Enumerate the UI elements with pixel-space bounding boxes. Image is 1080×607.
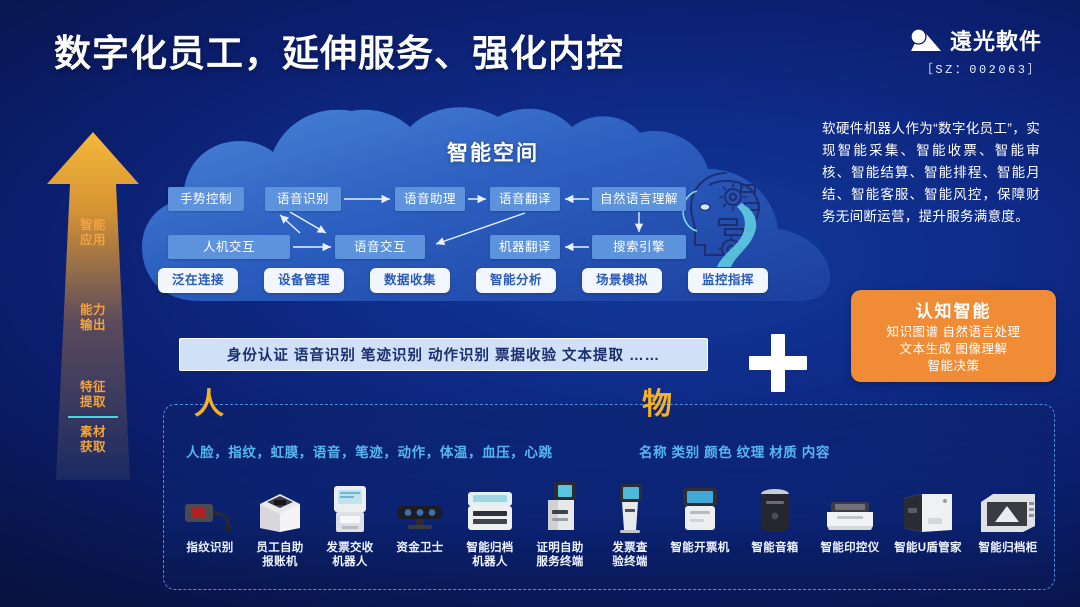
source-data-panel — [163, 404, 1055, 590]
device-label-line2: 服务终端 — [536, 556, 584, 568]
device-label: 资金卫士 — [396, 542, 444, 554]
device-item[interactable]: 智能归档机器人 — [453, 478, 527, 569]
flow-box[interactable]: 语音翻译 — [490, 187, 560, 211]
cognitive-line-1: 知识图谱 自然语言处理 — [886, 325, 1021, 339]
cloud-title: 智能空间 — [447, 142, 539, 165]
smart-archive-cabinet-icon — [971, 478, 1045, 534]
device-label-line1: 智能归档 — [466, 542, 514, 554]
fund-guard-camera-icon — [383, 478, 457, 534]
smart-archive-robot-icon — [453, 478, 527, 534]
description-paragraph: 软硬件机器人作为“数字化员工”，实现智能采集、智能收票、智能审核、智能结算、智能… — [822, 121, 1040, 224]
maturity-arrow: 智能应用 能力输出 特征提取 素材获取 — [38, 128, 148, 488]
person-attributes: 人脸，指纹，虹膜，语音，笔迹，动作，体温，血压，心跳 — [186, 445, 553, 460]
cognitive-intelligence-title: 认知智能 — [915, 302, 992, 321]
device-label: 智能U盾管家 — [894, 542, 962, 554]
device-label: 智能音箱 — [751, 542, 799, 554]
device-label-line2: 验终端 — [612, 556, 648, 568]
device-label: 智能开票机 — [670, 542, 730, 554]
arrow-label-intelligent-application: 智能应用 — [79, 218, 106, 247]
device-gallery: 指纹识别员工自助报账机发票交收机器人资金卫士智能归档机器人证明自助服务终端发票查… — [163, 478, 1053, 588]
device-item[interactable]: 员工自助报账机 — [243, 478, 317, 569]
device-label-line2: 机器人 — [332, 556, 368, 568]
triangle-circle-logo-icon — [910, 28, 941, 51]
header: 数字化员工，延伸服务、强化内控 遠光軟件 ［SZ：002063］ — [0, 0, 1080, 92]
device-item[interactable]: 资金卫士 — [383, 478, 457, 555]
device-label-line1: 发票交收 — [326, 542, 374, 554]
flow-box[interactable]: 语音识别 — [265, 187, 341, 211]
smart-space-cloud: 智能空间 — [140, 105, 846, 317]
flow-box[interactable]: 搜索引擎 — [592, 235, 686, 259]
device-label-line1: 发票查 — [612, 542, 648, 554]
device-label-line2: 报账机 — [262, 556, 298, 568]
self-service-reimbursement-machine-icon — [243, 478, 317, 534]
device-label: 发票交收机器人 — [313, 541, 387, 569]
smart-ukey-manager-icon — [891, 478, 965, 534]
logo-name: 遠光軟件 — [949, 29, 1042, 54]
device-label-line1: 员工自助 — [256, 542, 304, 554]
flow-box[interactable]: 机器翻译 — [490, 235, 560, 259]
arrow-label-feature-extraction: 特征提取 — [79, 380, 106, 409]
smart-invoicing-machine-icon — [663, 478, 737, 534]
flow-box[interactable]: 人机交互 — [168, 235, 290, 259]
flow-box[interactable]: 语音交互 — [335, 235, 425, 259]
device-item[interactable]: 发票交收机器人 — [313, 478, 387, 569]
device-item[interactable]: 证明自助服务终端 — [523, 478, 597, 569]
flow-box[interactable]: 手势控制 — [168, 187, 244, 211]
flow-box[interactable]: 自然语言理解 — [592, 187, 686, 211]
device-label-line1: 证明自助 — [536, 542, 584, 554]
section-glyph-object: 物 — [642, 388, 673, 421]
device-label: 指纹识别 — [186, 542, 234, 554]
device-item[interactable]: 智能U盾管家 — [891, 478, 965, 555]
device-item[interactable]: 智能开票机 — [663, 478, 737, 555]
device-item[interactable]: 发票查验终端 — [593, 478, 667, 569]
cognitive-line-3: 智能决策 — [927, 359, 980, 373]
arrow-divider — [68, 416, 118, 418]
flow-box[interactable]: 语音助理 — [395, 187, 465, 211]
invoice-delivery-robot-icon — [313, 478, 387, 534]
page-title: 数字化员工，延伸服务、强化内控 — [54, 33, 624, 74]
device-label: 证明自助服务终端 — [523, 541, 597, 569]
ai-robot-head-icon — [682, 172, 760, 267]
capability-pill[interactable]: 监控指挥 — [688, 268, 768, 293]
arrow-label-capability-output: 能力输出 — [79, 303, 106, 332]
certificate-self-service-terminal-icon — [523, 478, 597, 534]
device-item[interactable]: 指纹识别 — [173, 478, 247, 555]
flow-diagram: 手势控制语音识别 语音助理 语音翻译 自然语言理解人机交互 语音交互 机器翻译 搜索引擎 — [140, 105, 846, 317]
stock-code: ［SZ：002063］ — [920, 63, 1042, 77]
object-attributes: 名称 类别 颜色 纹理 材质 内容 — [639, 445, 830, 460]
cognitive-intelligence-card: 认知智能 知识图谱 自然语言处理 文本生成 图像理解 智能决策 — [851, 290, 1056, 382]
brand-logo: 遠光軟件 ［SZ：002063］ — [909, 24, 1042, 77]
smart-speaker-icon — [738, 478, 812, 534]
capability-pill[interactable]: 设备管理 — [264, 268, 344, 293]
device-label-line2: 机器人 — [472, 556, 508, 568]
invoice-verification-terminal-icon — [593, 478, 667, 534]
upward-arrow-icon — [47, 132, 139, 480]
device-item[interactable]: 智能音箱 — [738, 478, 812, 555]
device-label: 员工自助报账机 — [243, 541, 317, 569]
plus-icon — [749, 334, 807, 392]
flow-arrows — [279, 194, 644, 252]
arrow-label-material-acquisition: 素材获取 — [79, 425, 106, 454]
capability-pill[interactable]: 数据收集 — [370, 268, 450, 293]
fingerprint-reader-icon — [173, 478, 247, 534]
device-label: 发票查验终端 — [593, 541, 667, 569]
capability-bar: 身份认证 语音识别 笔迹识别 动作识别 票据收验 文本提取 …… — [179, 338, 708, 371]
capability-pill[interactable]: 场景模拟 — [582, 268, 662, 293]
device-item[interactable]: 智能印控仪 — [813, 478, 887, 555]
smart-seal-control-icon — [813, 478, 887, 534]
device-label: 智能归档柜 — [978, 542, 1038, 554]
capability-pill[interactable]: 泛在连接 — [158, 268, 238, 293]
device-label: 智能归档机器人 — [453, 541, 527, 569]
capability-pill[interactable]: 智能分析 — [476, 268, 556, 293]
section-glyph-person: 人 — [194, 388, 225, 421]
cognitive-line-2: 文本生成 图像理解 — [899, 342, 1008, 356]
device-label: 智能印控仪 — [820, 542, 880, 554]
device-item[interactable]: 智能归档柜 — [971, 478, 1045, 555]
